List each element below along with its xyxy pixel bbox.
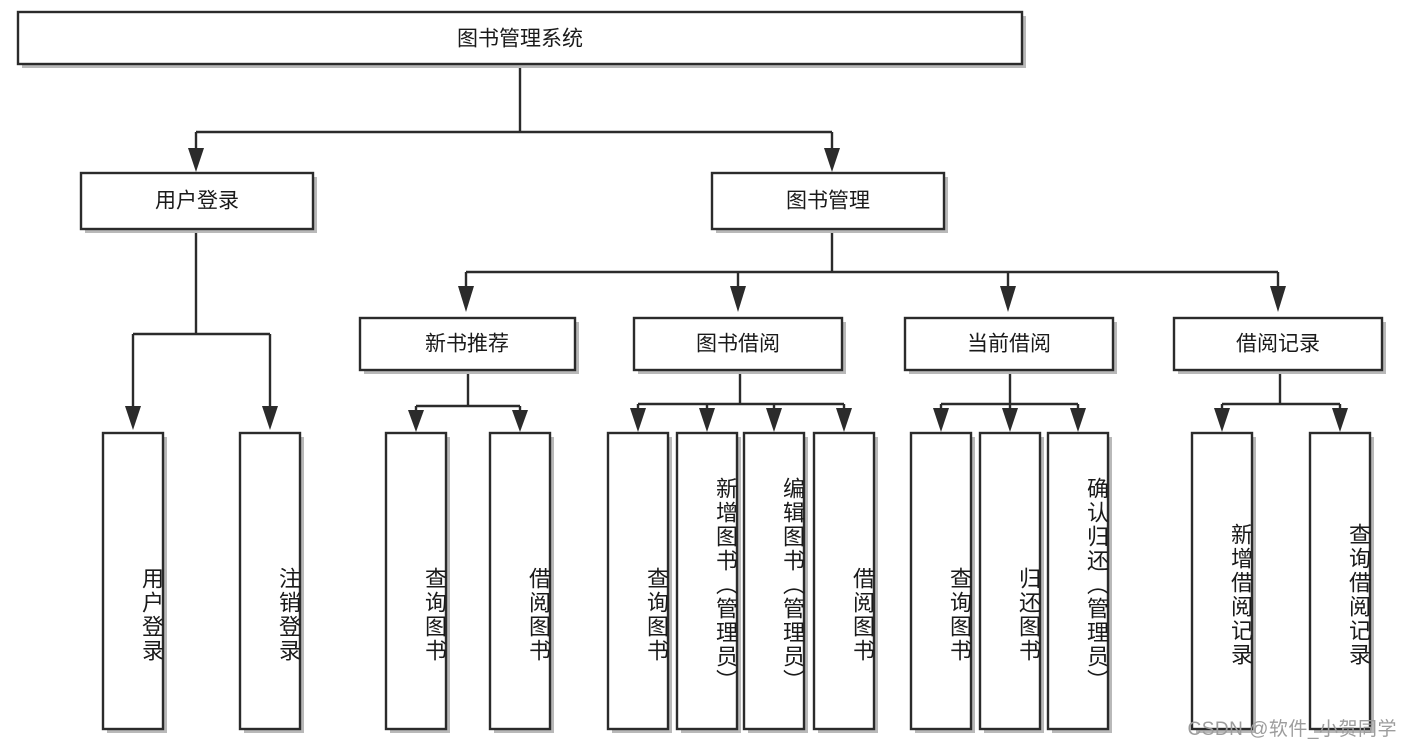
leaf-borrow-book-1-label: 借阅图书 [526,566,551,663]
user-login-label: 用户登录 [155,190,239,213]
leaf-edit-book-rect[interactable] [742,431,806,731]
arrowhead-leaf-query-book-3 [933,408,949,432]
arrowhead-book-borrow [730,286,746,312]
leaf-add-record-rect[interactable] [1190,431,1254,731]
arrowhead-leaf-borrow-book-1 [512,410,528,432]
arrowhead-new-book-rec [458,286,474,312]
node-root[interactable]: 图书管理系统 [16,10,1026,68]
leaf-query-record-rect[interactable] [1308,431,1372,731]
arrowhead-borrow-record [1270,286,1286,312]
root-label: 图书管理系统 [457,28,583,51]
current-borrow-label: 当前借阅 [967,333,1051,356]
leaf-user-login-rect[interactable] [101,431,165,731]
book-manage-label: 图书管理 [786,190,870,213]
borrow-record-label: 借阅记录 [1236,333,1320,356]
watermark-text: CSDN @软件_小贺同学 [1187,719,1397,740]
leaf-borrow-book-1-rect[interactable] [488,431,552,731]
node-book-manage[interactable]: 图书管理 [710,171,948,233]
book-manage-rect[interactable] [710,171,946,231]
leaf-logout-label: 注销登录 [276,566,301,663]
current-borrow-rect[interactable] [903,316,1115,372]
leaf-add-book-rect[interactable] [675,431,739,731]
leaf-return-book-rect[interactable] [978,431,1042,731]
arrowhead-leaf-query-record [1332,408,1348,432]
book-borrow-rect[interactable] [632,316,844,372]
arrowhead-user-login [188,148,204,172]
leaf-query-book-2-rect[interactable] [606,431,670,731]
leaf-confirm-return-rect[interactable] [1046,431,1110,731]
node-user-login[interactable]: 用户登录 [79,171,317,233]
node-current-borrow[interactable]: 当前借阅 [903,316,1117,374]
node-new-book-rec[interactable]: 新书推荐 [358,316,579,374]
new-book-rec-label: 新书推荐 [425,333,509,356]
leaf-query-book-1-rect[interactable] [384,431,448,731]
new-book-rec-rect[interactable] [358,316,577,372]
node-book-borrow[interactable]: 图书借阅 [632,316,846,374]
root-rect[interactable] [16,10,1024,66]
borrow-record-rect[interactable] [1172,316,1384,372]
leaf-query-record-label: 查询借阅记录 [1346,522,1371,667]
arrowhead-leaf-query-book-1 [408,410,424,432]
leaf-user-login-label: 用户登录 [139,566,164,663]
leaf-add-book-label: 新增图书（管理员） [713,476,738,693]
arrowhead-current-borrow [1000,286,1016,312]
leaf-borrow-book-2-rect[interactable] [812,431,876,731]
leaf-add-record-label: 新增借阅记录 [1228,522,1253,667]
node-borrow-record[interactable]: 借阅记录 [1172,316,1386,374]
arrowhead-leaf-return-book [1002,408,1018,432]
arrowhead-book-manage [824,148,840,172]
arrowhead-leaf-confirm-return [1070,408,1086,432]
book-borrow-label: 图书借阅 [696,333,780,356]
leaf-edit-book-label: 编辑图书（管理员） [780,476,805,693]
arrowhead-leaf-user-login [125,406,141,430]
leaf-query-book-1-label: 查询图书 [422,566,447,663]
arrowhead-leaf-logout [262,406,278,430]
arrowhead-leaf-borrow-book-2 [836,408,852,432]
leaf-box-group [101,431,1374,733]
leaf-query-book-2-label: 查询图书 [644,566,669,663]
arrowhead-leaf-query-book-2 [630,408,646,432]
arrowhead-leaf-edit-book [766,408,782,432]
leaf-query-book-3-label: 查询图书 [947,566,972,663]
leaf-return-book-label: 归还图书 [1016,566,1041,663]
leaf-borrow-book-2-label: 借阅图书 [850,566,875,663]
arrowhead-leaf-add-book [699,408,715,432]
user-login-rect[interactable] [79,171,315,231]
leaf-confirm-return-label: 确认归还（管理员） [1084,476,1109,693]
arrowhead-leaf-add-record [1214,408,1230,432]
edge-group [125,66,1348,432]
leaf-logout-rect[interactable] [238,431,302,731]
leaf-query-book-3-rect[interactable] [909,431,973,731]
